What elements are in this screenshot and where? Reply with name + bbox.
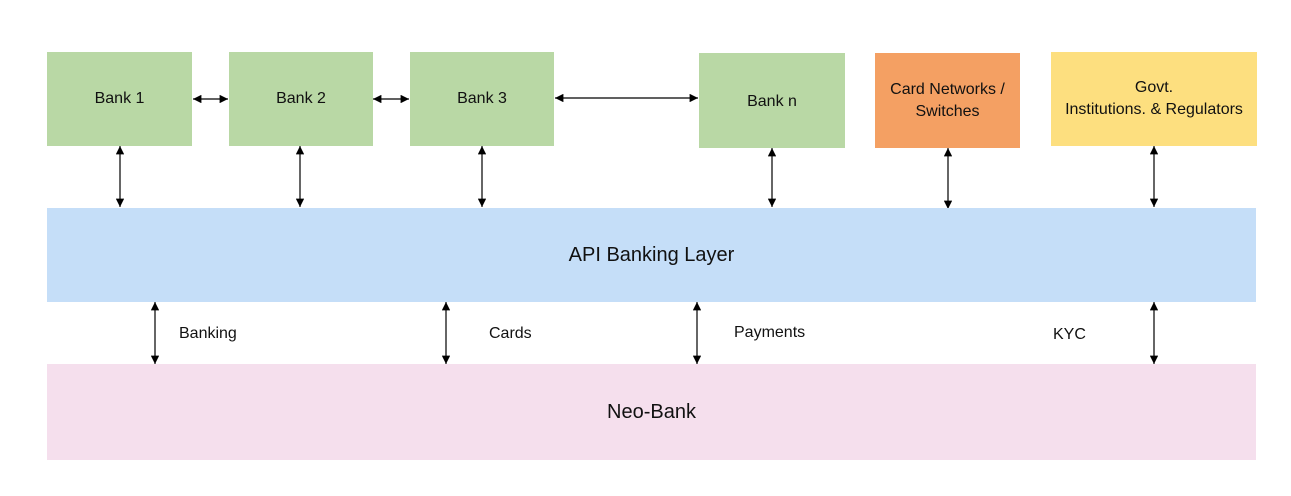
bank-3-label: Bank 3: [457, 90, 507, 108]
card-networks-label: Card Networks / Switches: [890, 80, 1005, 120]
kyc-label: KYC: [1053, 326, 1086, 343]
bank-3-box: Bank 3: [410, 52, 554, 146]
bank-2-box: Bank 2: [229, 52, 373, 146]
bank-n-box: Bank n: [699, 53, 845, 148]
bank-1-label: Bank 1: [94, 90, 145, 108]
card-networks-box: Card Networks / Switches: [875, 53, 1020, 148]
payments-label: Payments: [734, 324, 806, 341]
bank-2-label: Bank 2: [276, 90, 326, 108]
api-banking-layer-label: API Banking Layer: [568, 243, 735, 266]
neo-bank-layer: Neo-Bank: [47, 364, 1256, 460]
bank-1-box: Bank 1: [47, 52, 192, 146]
cards-label: Cards: [489, 325, 532, 342]
bank-n-label: Bank n: [747, 92, 797, 110]
govt-regulators-label: Govt. Institutions. & Regulators: [1065, 79, 1243, 118]
neo-bank-label: Neo-Bank: [607, 400, 696, 423]
banking-label: Banking: [179, 325, 237, 342]
govt-regulators-box: Govt. Institutions. & Regulators: [1051, 52, 1257, 146]
api-banking-layer: API Banking Layer: [47, 208, 1256, 302]
